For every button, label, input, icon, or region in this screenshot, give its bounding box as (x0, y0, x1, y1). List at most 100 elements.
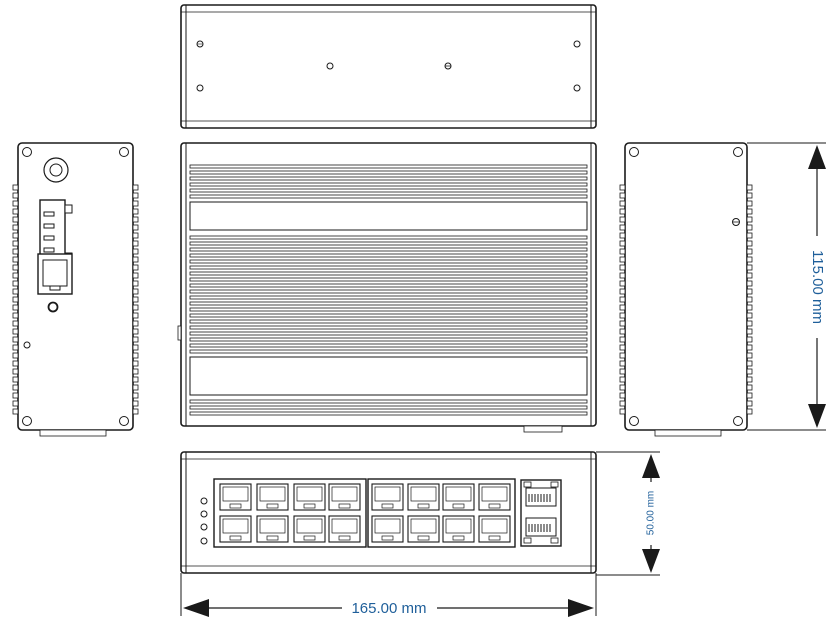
rib (619, 224, 626, 231)
fin (189, 289, 588, 294)
rib (619, 184, 626, 191)
rib (619, 320, 626, 327)
fin (189, 325, 588, 330)
fin (189, 259, 588, 264)
rib (12, 224, 19, 231)
rib (12, 344, 19, 351)
rib (746, 312, 753, 319)
rib (132, 384, 139, 391)
rib (132, 264, 139, 271)
depth-label: 50.00 mm (646, 491, 657, 535)
fin (189, 247, 588, 252)
rib (12, 400, 19, 407)
fin (189, 235, 588, 240)
fin (189, 319, 588, 324)
ground-terminal (43, 157, 69, 183)
rib (619, 360, 626, 367)
fin (189, 271, 588, 276)
rib (132, 328, 139, 335)
rib (746, 296, 753, 303)
rib (12, 352, 19, 359)
rib (132, 392, 139, 399)
rib (132, 224, 139, 231)
rj45-ports (219, 483, 511, 543)
rib (12, 288, 19, 295)
rib (132, 296, 139, 303)
rib (619, 304, 626, 311)
rib (132, 312, 139, 319)
rib (12, 336, 19, 343)
rib (746, 208, 753, 215)
rib (12, 280, 19, 287)
rib (12, 328, 19, 335)
width-label: 165.00 mm (351, 600, 426, 617)
cooling-fins (189, 164, 588, 416)
rib (746, 392, 753, 399)
rib (12, 272, 19, 279)
rib (746, 352, 753, 359)
rj45-port (478, 483, 511, 511)
rib (12, 216, 19, 223)
rib (619, 384, 626, 391)
rib (12, 208, 19, 215)
rib (132, 240, 139, 247)
rib (746, 288, 753, 295)
rib (619, 264, 626, 271)
fin (189, 176, 588, 181)
rib (619, 312, 626, 319)
rib (132, 352, 139, 359)
rib (132, 248, 139, 255)
top-view (180, 4, 597, 129)
sfp-slots (520, 479, 562, 547)
rib (746, 184, 753, 191)
rib (12, 376, 19, 383)
rj45-port (442, 515, 475, 543)
rib (746, 336, 753, 343)
rib (132, 376, 139, 383)
rj45-port (478, 515, 511, 543)
rib (12, 304, 19, 311)
rj45-port (328, 515, 361, 543)
rib (132, 408, 139, 415)
depth-dimension: 50.00 mm (596, 451, 660, 576)
rib (12, 200, 19, 207)
corner-screws (629, 147, 743, 426)
rj45-port (442, 483, 475, 511)
rib (746, 200, 753, 207)
rj45-port (219, 515, 252, 543)
rib (132, 216, 139, 223)
rib (619, 256, 626, 263)
reset-button (47, 301, 59, 313)
rib (12, 248, 19, 255)
rj45-port (371, 515, 404, 543)
rj45-port (293, 515, 326, 543)
fin (189, 253, 588, 258)
fin (189, 399, 588, 404)
rib (132, 192, 139, 199)
rib (12, 232, 19, 239)
rib (619, 336, 626, 343)
rib (619, 232, 626, 239)
fin (189, 265, 588, 270)
rib (132, 400, 139, 407)
top-view-screws (196, 40, 581, 92)
fin (189, 411, 588, 416)
rib (132, 256, 139, 263)
rib (12, 264, 19, 271)
rib (746, 344, 753, 351)
rib (746, 240, 753, 247)
rib (746, 272, 753, 279)
rj45-port (371, 483, 404, 511)
rib (619, 344, 626, 351)
rib (132, 336, 139, 343)
rib (746, 368, 753, 375)
fin (189, 277, 588, 282)
side-ribs (619, 184, 753, 415)
rib (12, 408, 19, 415)
rib (12, 368, 19, 375)
rib (619, 272, 626, 279)
rib (619, 328, 626, 335)
rib (746, 264, 753, 271)
rib (12, 184, 19, 191)
rj45-port (256, 483, 289, 511)
